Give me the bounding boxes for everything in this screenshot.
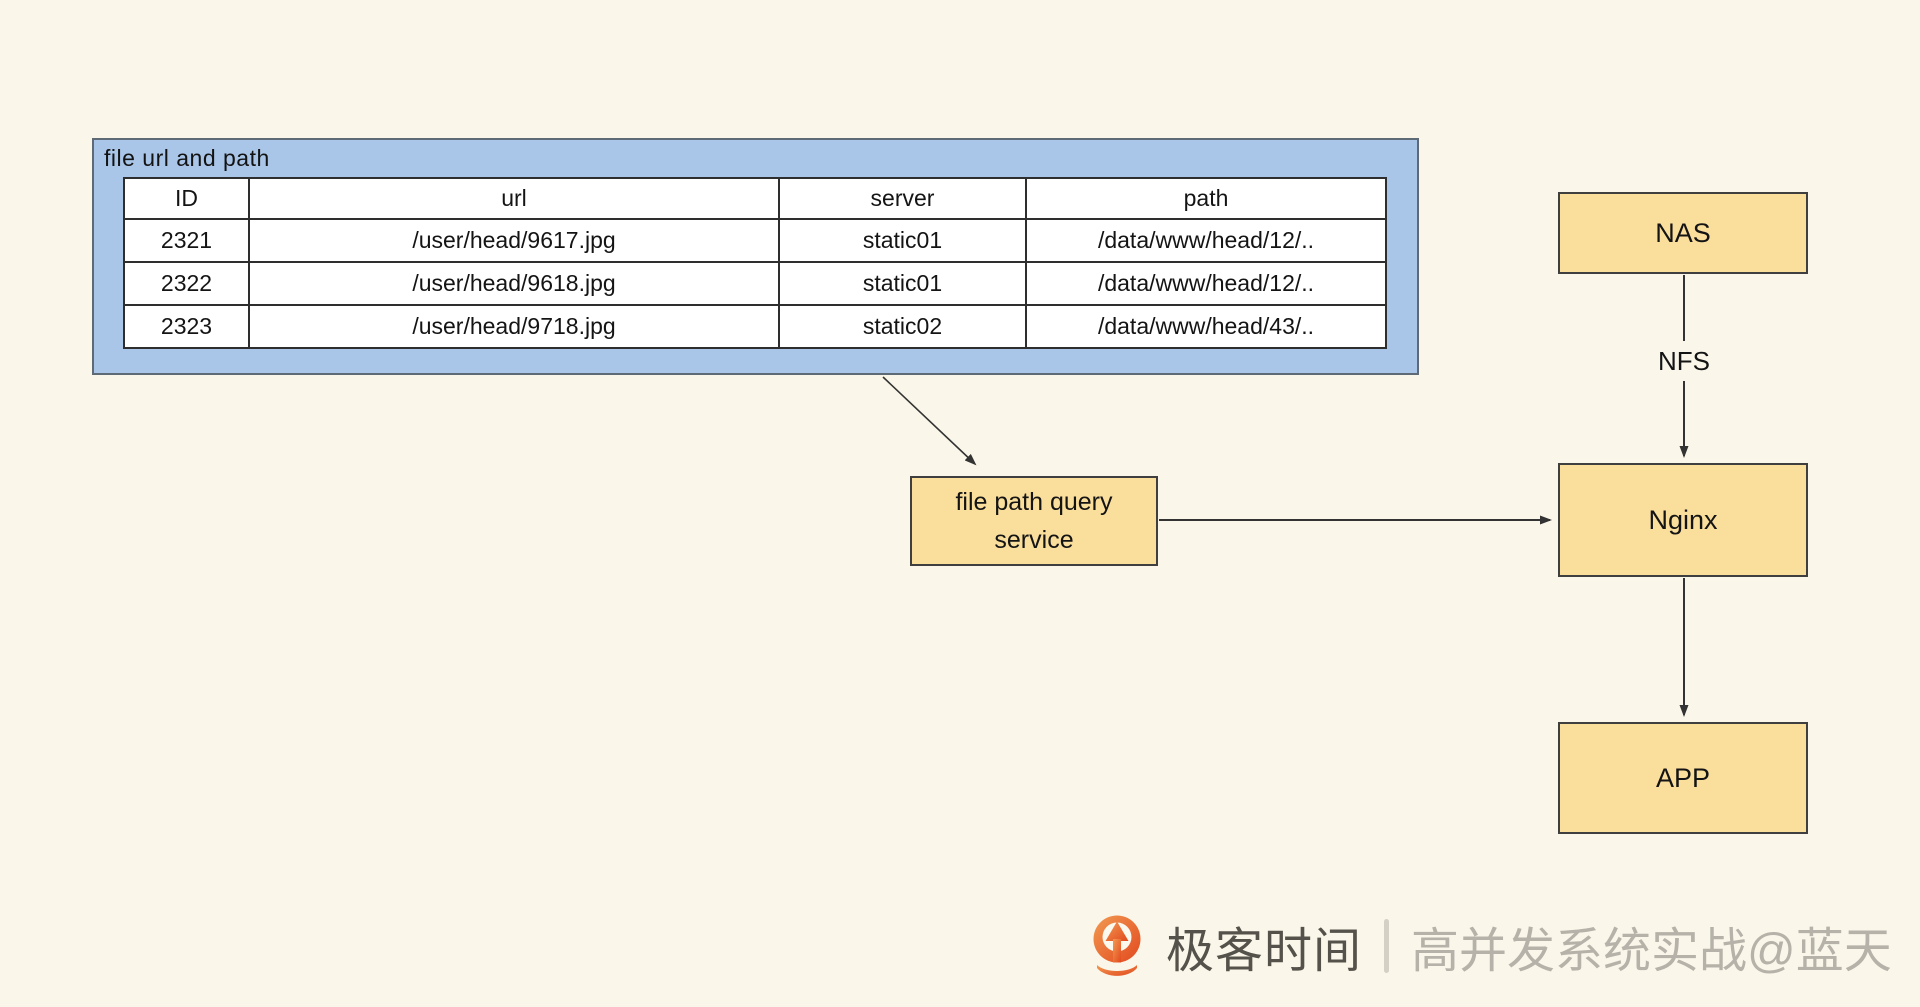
cell-id: 2323 (123, 304, 250, 349)
column-header-server: server (778, 177, 1027, 220)
edge-label-nfs: NFS (1650, 341, 1718, 381)
query-service-label-line1: file path query (955, 488, 1113, 516)
cell-url: /user/head/9618.jpg (248, 261, 780, 306)
brand-name: 极客时间 (1166, 925, 1363, 978)
column-header-id: ID (123, 177, 250, 220)
cell-server: static01 (778, 218, 1027, 263)
table-row: 2321 /user/head/9617.jpg static01 /data/… (123, 218, 1387, 263)
column-header-url: url (248, 177, 780, 220)
footer-watermark: 极客时间 高并发系统实战@蓝天 (1092, 912, 1892, 980)
cell-url: /user/head/9617.jpg (248, 218, 780, 263)
edge-table-to-query-service (882, 376, 977, 466)
node-nas: NAS (1558, 192, 1808, 274)
cell-id: 2321 (123, 218, 250, 263)
table-header-row: ID url server path (123, 177, 1387, 220)
table-row: 2323 /user/head/9718.jpg static02 /data/… (123, 304, 1387, 349)
watermark-caption: 高并发系统实战@蓝天 (1411, 925, 1892, 978)
column-header-path: path (1025, 177, 1387, 220)
node-app: APP (1558, 722, 1808, 834)
cell-server: static01 (778, 261, 1027, 306)
cell-url: /user/head/9718.jpg (248, 304, 780, 349)
file-url-path-table: ID url server path 2321 /user/head/9617.… (123, 177, 1387, 349)
cell-path: /data/www/head/12/.. (1025, 261, 1387, 306)
panel-title: file url and path (104, 145, 270, 171)
node-file-path-query-service: file path query service (910, 476, 1158, 566)
table-row: 2322 /user/head/9618.jpg static01 /data/… (123, 261, 1387, 306)
cell-id: 2322 (123, 261, 250, 306)
separator-bar (1384, 919, 1390, 973)
file-url-path-panel: file url and path ID url server path 232… (92, 138, 1419, 375)
query-service-label-line2: service (994, 526, 1074, 554)
geektime-logo-icon (1093, 915, 1141, 976)
cell-path: /data/www/head/12/.. (1025, 218, 1387, 263)
cell-path: /data/www/head/43/.. (1025, 304, 1387, 349)
cell-server: static02 (778, 304, 1027, 349)
node-nginx: Nginx (1558, 463, 1808, 577)
